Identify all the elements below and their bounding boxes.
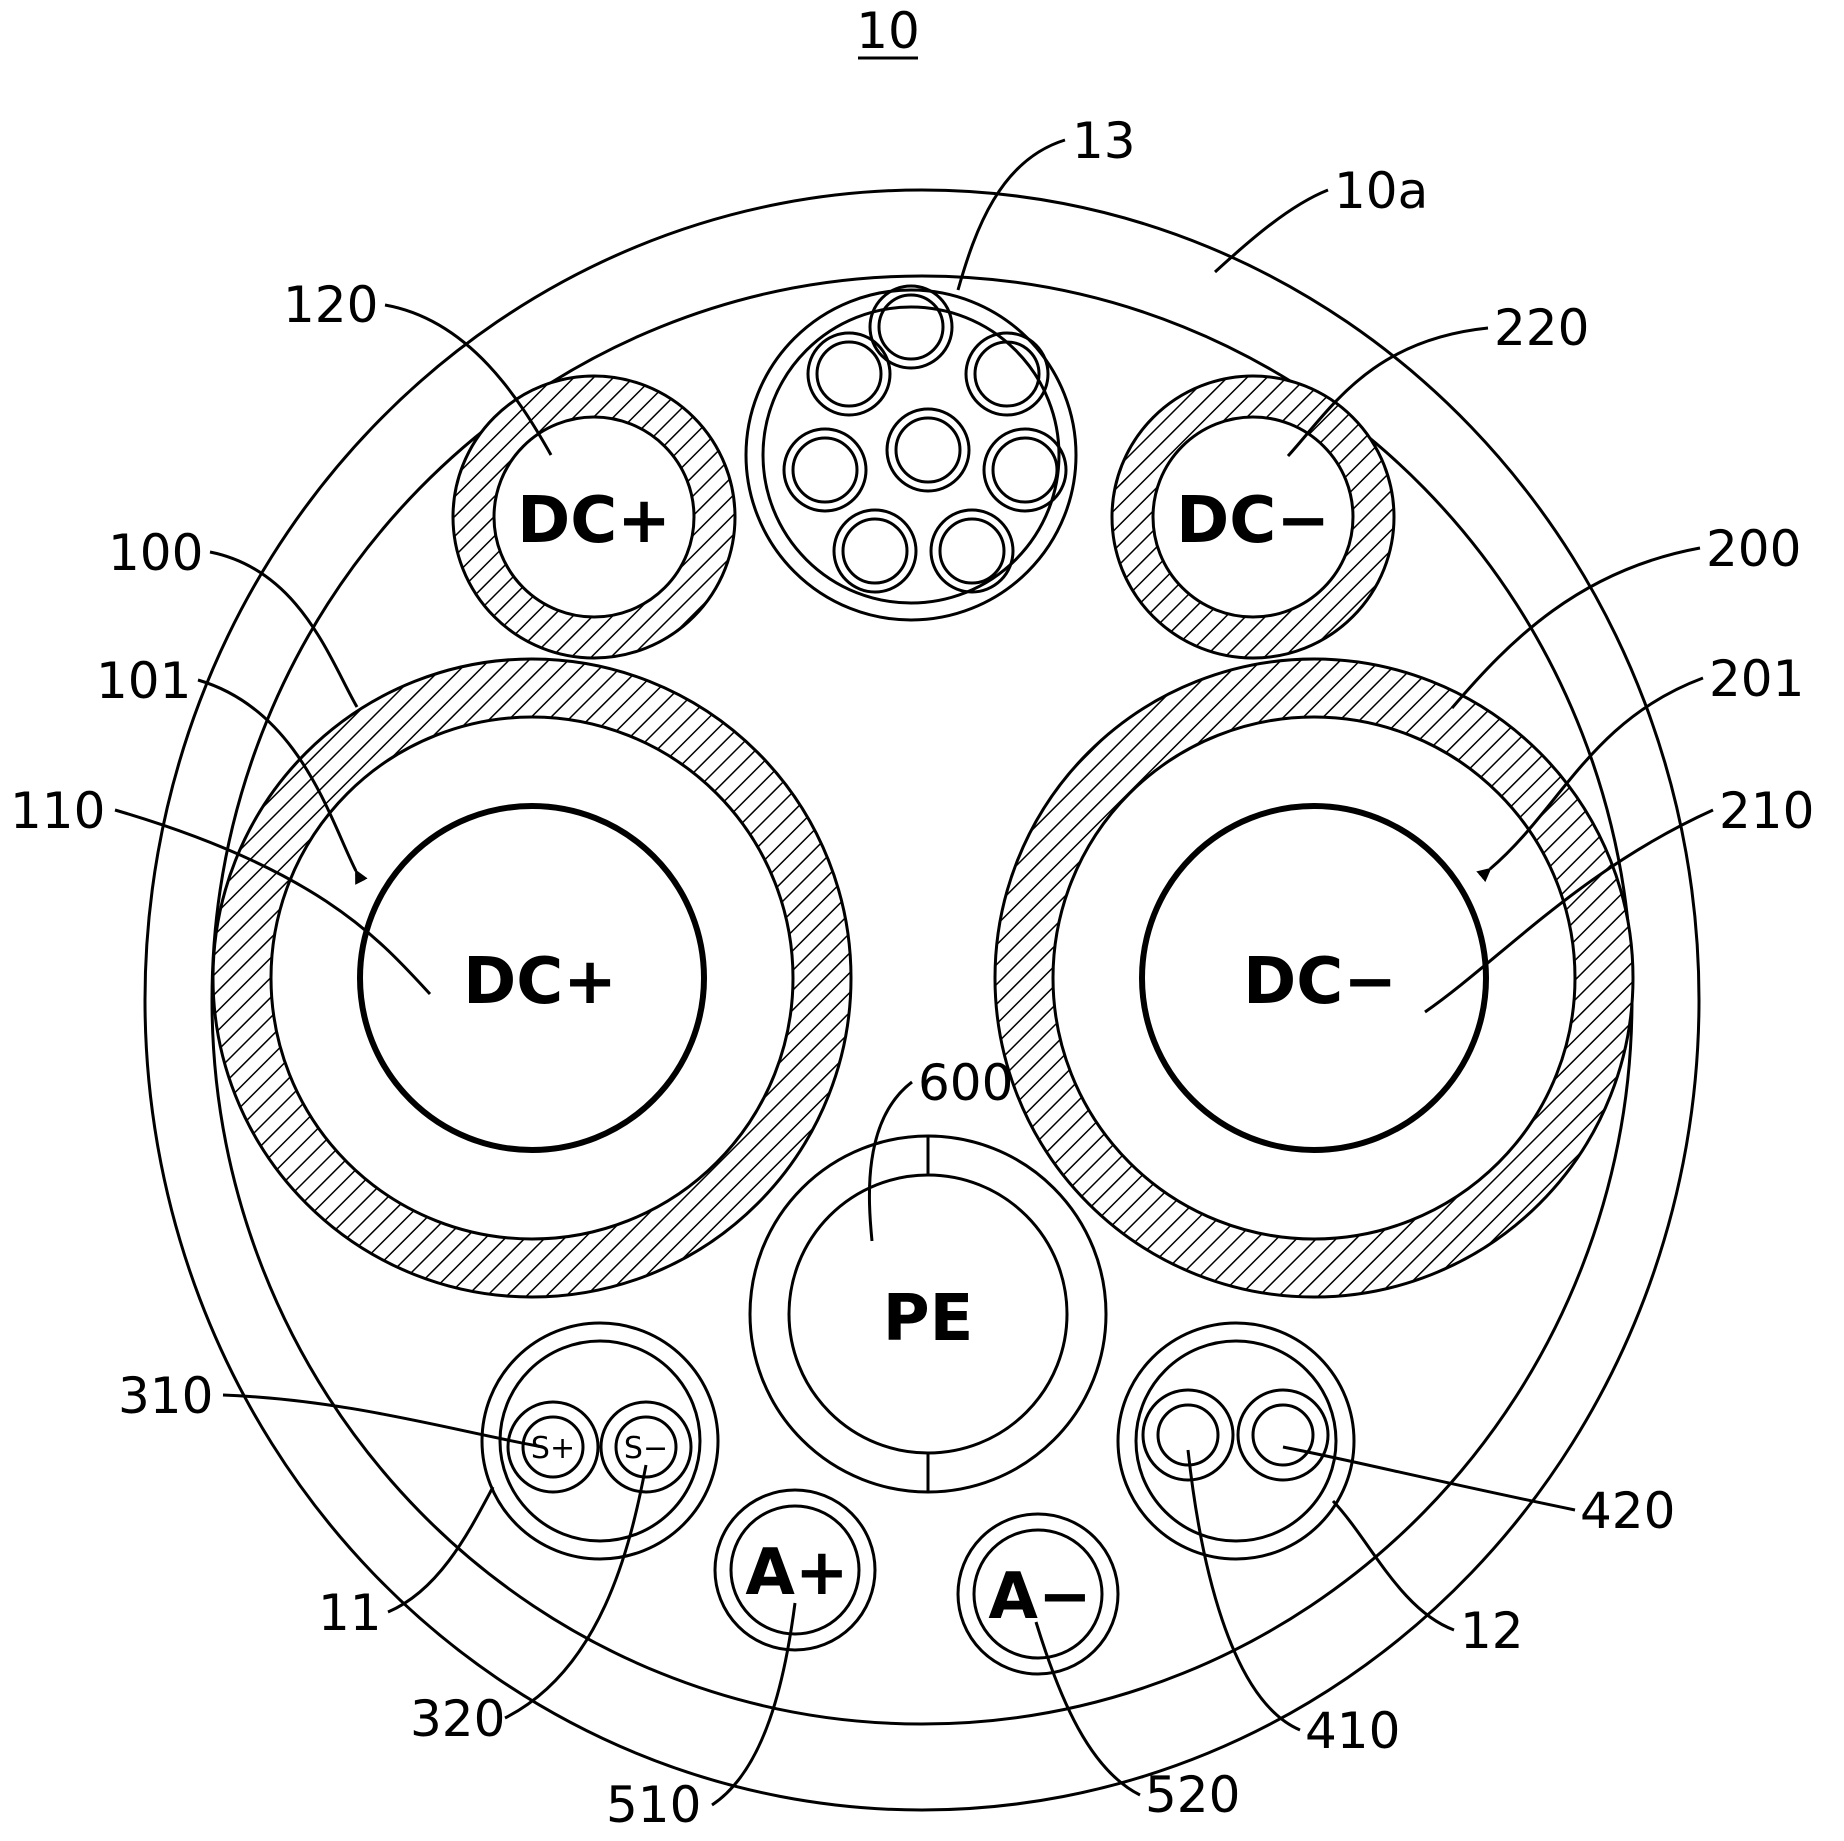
bundle-element (887, 409, 969, 491)
bundle-element (834, 510, 916, 592)
leader-320 (505, 1465, 646, 1718)
ref-110: 110 (10, 782, 105, 840)
a-minus-label: A− (988, 1560, 1091, 1634)
ref-100: 100 (108, 524, 203, 582)
ref-410: 410 (1305, 1702, 1400, 1760)
ref-520: 520 (1145, 1766, 1240, 1824)
ref-101: 101 (96, 652, 191, 710)
ref-201: 201 (1709, 650, 1804, 708)
figure-number: 10 (856, 2, 920, 60)
bundle-element (784, 429, 866, 511)
ref-310: 310 (118, 1367, 213, 1425)
s-minus-label: S− (624, 1431, 668, 1466)
bundle-element (870, 286, 952, 368)
fiber-bundle-13 (746, 286, 1076, 620)
leader-13 (958, 140, 1065, 290)
aux-power-a-plus: A+ (715, 1490, 875, 1650)
ref-420: 420 (1580, 1482, 1675, 1540)
leader-12 (1333, 1501, 1454, 1630)
bundle-element (984, 429, 1066, 511)
bundle-element (808, 333, 890, 415)
signal-pair-12 (1118, 1323, 1354, 1559)
leader-410 (1188, 1450, 1300, 1730)
ref-220: 220 (1494, 299, 1589, 357)
leader-310 (223, 1395, 543, 1447)
ref-510: 510 (606, 1776, 701, 1834)
leader-520 (1036, 1622, 1140, 1795)
aux-conductor-dc-minus: DC− (1112, 376, 1394, 658)
ref-210: 210 (1719, 782, 1814, 840)
ref-200: 200 (1706, 520, 1801, 578)
leader-11 (388, 1487, 493, 1612)
leader-10a (1215, 190, 1328, 272)
ref-12: 12 (1460, 1602, 1524, 1660)
ref-600: 600 (918, 1054, 1013, 1112)
pe-label: PE (883, 1282, 974, 1356)
ref-320: 320 (410, 1690, 505, 1748)
leader-200 (1452, 548, 1700, 708)
ref-120: 120 (283, 276, 378, 334)
dc-plus-small-label: DC+ (517, 484, 671, 558)
dc-minus-main-label: DC− (1243, 945, 1397, 1019)
dc-plus-main-label: DC+ (463, 945, 617, 1019)
main-cable-dc-minus: DC− (995, 659, 1633, 1297)
a-plus-label: A+ (745, 1536, 848, 1610)
pe-conductor: PE (750, 1136, 1106, 1492)
s-plus-label: S+ (531, 1431, 575, 1466)
ref-10a: 10a (1334, 162, 1428, 220)
aux-conductor-dc-plus: DC+ (453, 376, 735, 658)
main-cable-dc-plus: DC+ (213, 659, 851, 1297)
ref-11: 11 (318, 1584, 382, 1642)
dc-minus-small-label: DC− (1176, 484, 1330, 558)
bundle-element (931, 510, 1013, 592)
leader-600 (869, 1082, 912, 1241)
leader-420 (1283, 1447, 1575, 1510)
aux-power-a-minus: A− (958, 1514, 1118, 1674)
ref-13: 13 (1072, 112, 1136, 170)
